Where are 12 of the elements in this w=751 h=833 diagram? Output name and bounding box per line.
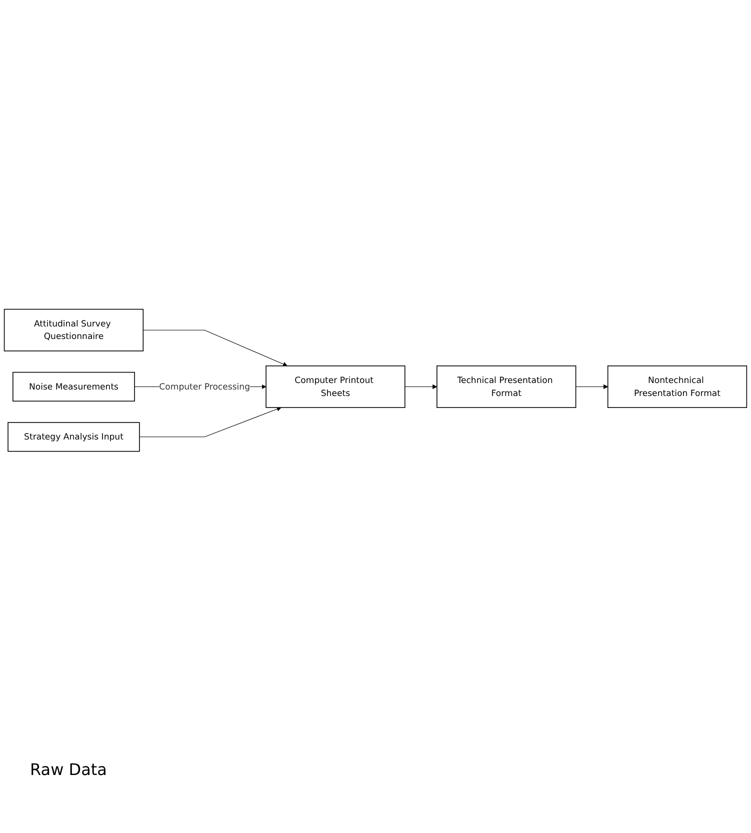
arrow <box>142 330 288 366</box>
node-box: Noise Measurements <box>12 372 135 402</box>
node-box: Attitudinal Survey Questionnaire <box>4 308 144 352</box>
arrow <box>576 384 608 389</box>
node-box: Nontechnical Presentation Format <box>607 365 748 408</box>
arrow <box>404 384 438 389</box>
node-box: Computer Printout Sheets <box>266 365 406 408</box>
arrow <box>139 406 282 437</box>
note-text: Raw Data <box>30 760 108 779</box>
node-box: Strategy Analysis Input <box>8 422 140 452</box>
edge-label: Computer Processing <box>159 381 250 392</box>
node-box: Technical Presentation Format <box>436 365 576 408</box>
